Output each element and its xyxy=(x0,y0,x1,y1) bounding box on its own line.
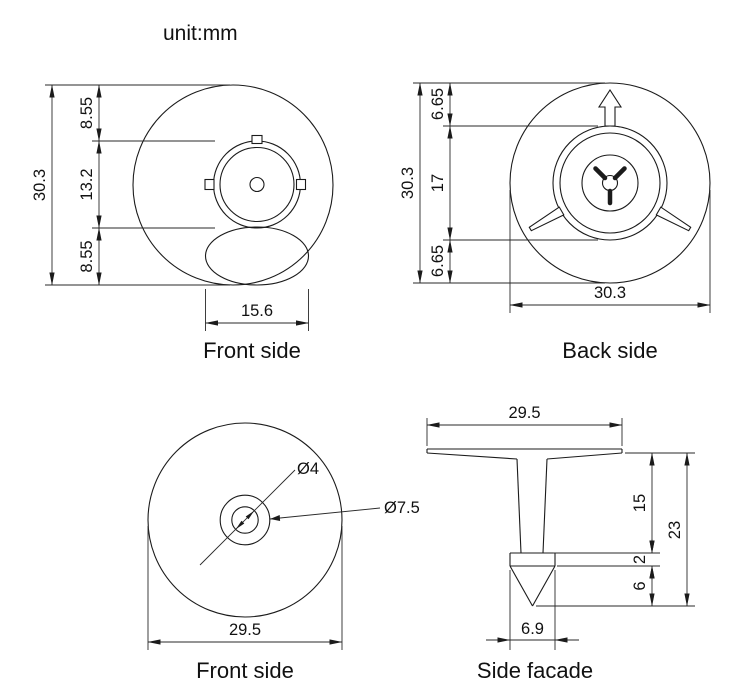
hub-circle xyxy=(581,154,639,212)
front-top-view: 30.3 8.55 13.2 8.55 15.6 Front side xyxy=(31,84,334,363)
dim-cap-width: 29.5 xyxy=(508,404,540,422)
dim-ellipse-width: 15.6 xyxy=(241,302,273,320)
dim-seg-top: 8.55 xyxy=(78,97,96,129)
unit-label: unit:mm xyxy=(163,22,238,45)
center-pin-hole xyxy=(249,176,265,193)
hole-circle xyxy=(231,506,259,534)
dim-hole-diameter: Ø4 xyxy=(297,460,319,478)
dim-boss-diameter: Ø7.5 xyxy=(384,499,420,517)
leader-arrow xyxy=(245,510,255,520)
leader-arrow xyxy=(235,520,245,530)
hub-slot-upper-left xyxy=(593,166,608,181)
dim-total-length: 23 xyxy=(666,521,684,539)
cone-left-edge xyxy=(509,565,533,607)
dim-seg-mid: 17 xyxy=(429,174,447,192)
front-bottom-view: Ø4 Ø7.5 29.5 Front side xyxy=(147,422,420,683)
button-inner-ring xyxy=(219,146,295,223)
spoke-lower-left xyxy=(528,206,565,232)
ring-inner-circle xyxy=(559,132,661,234)
side-view: 29.5 15 2 6 23 6.9 Side facade xyxy=(426,404,695,683)
dim-overall-height: 30.3 xyxy=(31,169,49,201)
stem-left-edge xyxy=(516,458,522,554)
cap-underside-right xyxy=(546,452,623,460)
view-label-side: Side facade xyxy=(477,658,593,683)
dim-overall-height: 30.3 xyxy=(399,167,417,199)
dim-seg-mid: 13.2 xyxy=(78,168,96,200)
tag-outer-circle xyxy=(132,84,334,286)
leader-line-boss xyxy=(269,507,381,520)
dim-tip-length: 6 xyxy=(631,581,649,590)
up-arrow-icon xyxy=(597,88,623,127)
dim-tip-width: 6.9 xyxy=(521,620,544,638)
leader-arrow xyxy=(270,515,281,521)
view-label-front-top: Front side xyxy=(203,338,301,363)
lower-boss-ellipse xyxy=(204,226,310,286)
left-tab xyxy=(204,178,215,191)
back-view: 30.3 6.65 17 6.65 30.3 Back side xyxy=(399,82,711,363)
view-label-back: Back side xyxy=(562,338,657,363)
dim-seg-top: 6.65 xyxy=(429,88,447,120)
tag-outer-circle xyxy=(509,82,711,284)
dim-stem-length: 15 xyxy=(631,494,649,512)
button-outer-circle xyxy=(212,140,302,229)
cone-right-edge xyxy=(532,565,556,607)
spoke-lower-right xyxy=(655,206,692,232)
hub-slot-upper-right xyxy=(612,166,627,181)
dim-collar-length: 2 xyxy=(631,555,649,564)
right-tab xyxy=(295,178,307,191)
dim-overall-width: 29.5 xyxy=(229,621,261,639)
dim-overall-width: 30.3 xyxy=(594,284,626,302)
dim-seg-bottom: 8.55 xyxy=(78,240,96,272)
view-label-front-bottom: Front side xyxy=(196,658,294,683)
tag-outer-circle xyxy=(147,422,343,618)
stem-right-edge xyxy=(542,458,548,554)
dim-seg-bottom: 6.65 xyxy=(429,245,447,277)
cap-underside-left xyxy=(426,452,518,460)
boss-circle xyxy=(219,494,271,546)
top-tab xyxy=(251,134,263,145)
